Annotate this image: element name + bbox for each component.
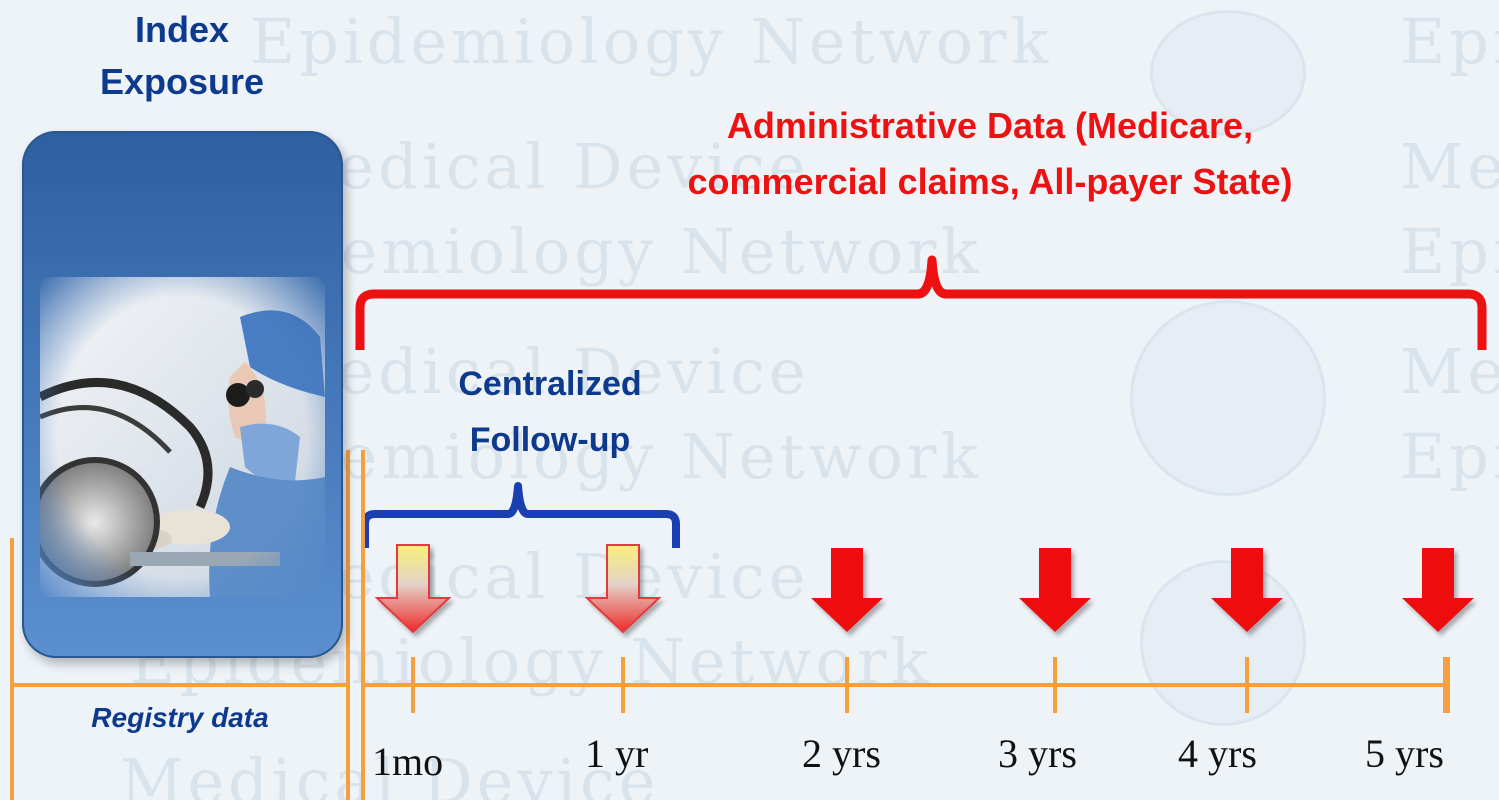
- watermark-line: Medical Device: [120, 745, 660, 800]
- timeline-tick-label: 5 yrs: [1365, 731, 1444, 776]
- watermark-line: Medical Device: [270, 130, 810, 203]
- centralized-follow-up-title: Centralized Follow-up: [400, 356, 700, 468]
- timeline-tick-label: 1 yr: [585, 731, 649, 776]
- index-exposure-title-line1: Index: [134, 9, 230, 50]
- followup-arrow-centralized: [374, 544, 452, 634]
- centralized-line1: Centralized: [458, 365, 642, 403]
- watermark-line: Epidemiology Network: [1400, 5, 1499, 78]
- watermark-line: Epidemiology Network: [250, 5, 1053, 78]
- followup-arrow-centralized: [584, 544, 662, 634]
- followup-arrow-administrative: [811, 548, 883, 632]
- watermark-seal: [1140, 560, 1306, 726]
- centralized-line2: Follow-up: [469, 421, 631, 459]
- index-exposure-title-line2: Exposure: [99, 61, 265, 102]
- followup-arrow-administrative: [1211, 548, 1283, 632]
- index-exposure-title: Index Exposure: [22, 4, 342, 108]
- surgeon-photo: [40, 277, 325, 597]
- watermark-seal: [1150, 10, 1306, 136]
- administrative-data-line1: Administrative Data (Medicare,: [726, 105, 1254, 146]
- followup-arrow-administrative: [1019, 548, 1091, 632]
- administrative-data-title: Administrative Data (Medicare, commercia…: [560, 98, 1420, 210]
- timeline-tick-label: 3 yrs: [998, 731, 1077, 776]
- watermark-line: Epidemiology Network: [1400, 420, 1499, 493]
- watermark-seal: [1130, 300, 1326, 496]
- watermark-line: Medical Device: [1400, 130, 1499, 203]
- centralized-bracket: [361, 482, 680, 548]
- index-exposure-box: [22, 131, 343, 658]
- registry-data-label: Registry data: [91, 702, 269, 733]
- timeline-tick-label: 2 yrs: [802, 731, 881, 776]
- followup-arrow-administrative: [1402, 548, 1474, 632]
- administrative-bracket: [355, 255, 1487, 350]
- timeline-tick-label: 4 yrs: [1178, 731, 1257, 776]
- watermark-line: Medical Device: [270, 540, 810, 613]
- administrative-data-line2: commercial claims, All-payer State): [687, 161, 1293, 202]
- timeline-tick-label: 1mo: [372, 739, 444, 784]
- watermark-line: Epidemiology Network: [1400, 215, 1499, 288]
